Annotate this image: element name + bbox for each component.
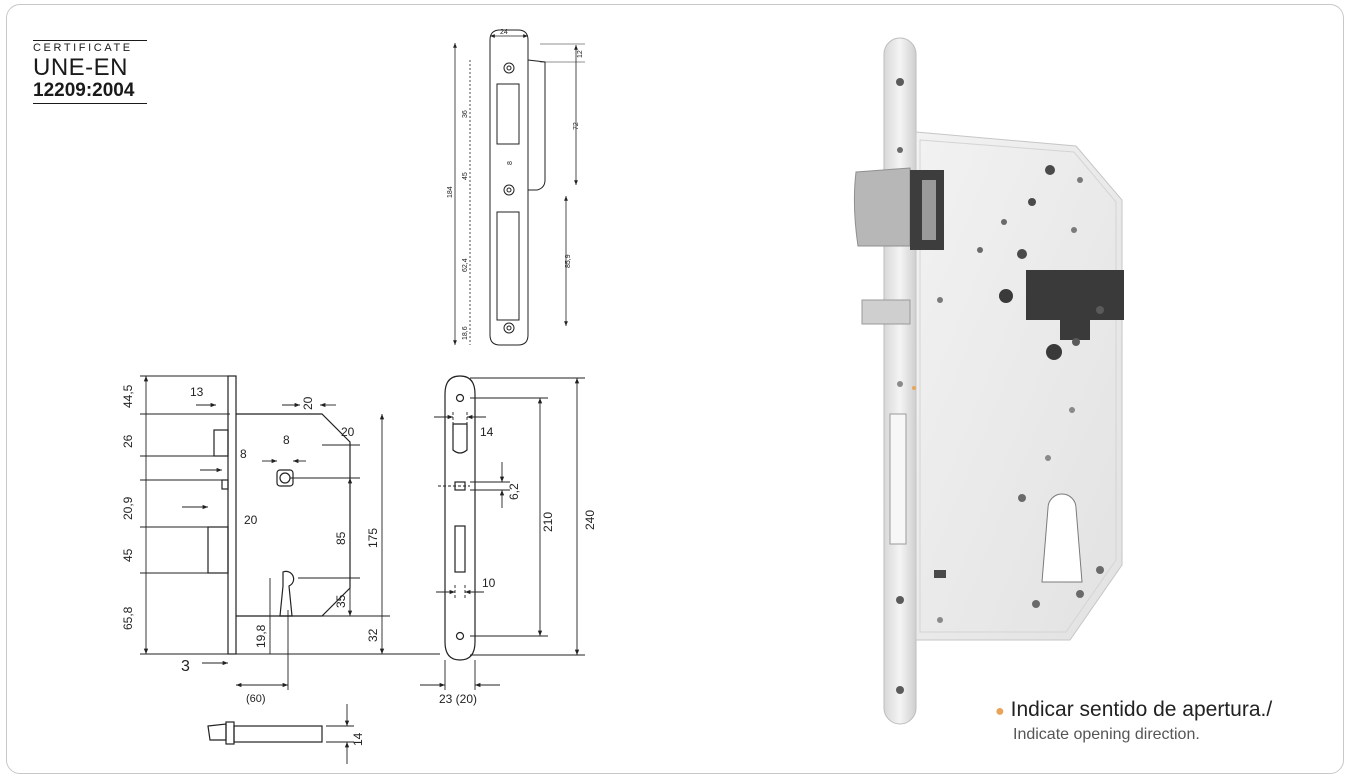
dim-label: 20 — [341, 425, 355, 439]
bullet-icon: ● — [995, 703, 1005, 720]
certificate-label: CERTIFICATE — [33, 40, 147, 55]
dim-label: (60) — [246, 693, 266, 705]
dim-label: 19,8 — [254, 624, 268, 648]
note-english: Indicate opening direction. — [1013, 726, 1200, 743]
dim-label: 8 — [240, 447, 247, 461]
dim-label: 210 — [541, 512, 555, 532]
dim-label: 85 — [334, 531, 348, 545]
dim-label: 35 — [334, 594, 348, 608]
dim-label: 184 — [447, 186, 454, 198]
dim-label: 23 (20) — [439, 692, 477, 706]
dim-label: 175 — [366, 528, 380, 548]
dim-label: 26 — [121, 434, 135, 448]
dim-label: 12 — [577, 50, 584, 58]
bolt-drawing — [207, 704, 354, 764]
dim-label: 3 — [181, 658, 190, 675]
dim-label: 8 — [283, 433, 290, 447]
lock-body-drawing — [140, 375, 440, 690]
dim-label: 18,6 — [462, 326, 469, 340]
certificate-code: 12209:2004 — [33, 80, 147, 104]
dim-label: 20,9 — [121, 496, 135, 520]
dim-label: 65,8 — [121, 606, 135, 630]
dim-label: 14 — [351, 732, 365, 746]
dim-label: 45 — [462, 172, 469, 180]
dim-label: 14 — [480, 425, 494, 439]
strike-plate-drawing — [453, 29, 585, 346]
dim-label: 85,9 — [565, 254, 572, 268]
faceplate-drawing — [420, 375, 585, 690]
dim-label: 62,4 — [462, 258, 469, 272]
dim-label: 10 — [482, 576, 496, 590]
lock-body-labels: 44,5 26 20,9 45 65,8 13 20 20 8 8 20 85 … — [121, 384, 380, 705]
certificate-badge: CERTIFICATE UNE-EN 12209:2004 — [33, 40, 147, 104]
dim-label: 20 — [244, 513, 258, 527]
opening-direction-note: ● Indicar sentido de apertura./ Indicate … — [995, 697, 1335, 745]
strike-plate-labels: 24 12 36 72 45 184 8 62,4 85,9 18,6 — [447, 29, 584, 340]
note-spanish: Indicar sentido de apertura./ — [1010, 698, 1273, 721]
dim-label: 36 — [462, 110, 469, 118]
certificate-standard: UNE-EN — [33, 54, 129, 81]
dim-label: 44,5 — [121, 384, 135, 408]
dim-label: 32 — [366, 628, 380, 642]
faceplate-labels: 14 6,2 210 240 10 23 (20) — [439, 425, 597, 706]
dim-label: 24 — [500, 29, 508, 36]
dim-label: 8 — [507, 161, 514, 165]
dim-label: 72 — [573, 122, 580, 130]
dim-label: 45 — [121, 548, 135, 562]
dim-label: 13 — [190, 385, 204, 399]
dim-label: 240 — [583, 510, 597, 530]
dim-label: 20 — [301, 396, 315, 410]
lock-product-illustration — [853, 37, 1124, 725]
dim-label: 6,2 — [507, 483, 521, 500]
